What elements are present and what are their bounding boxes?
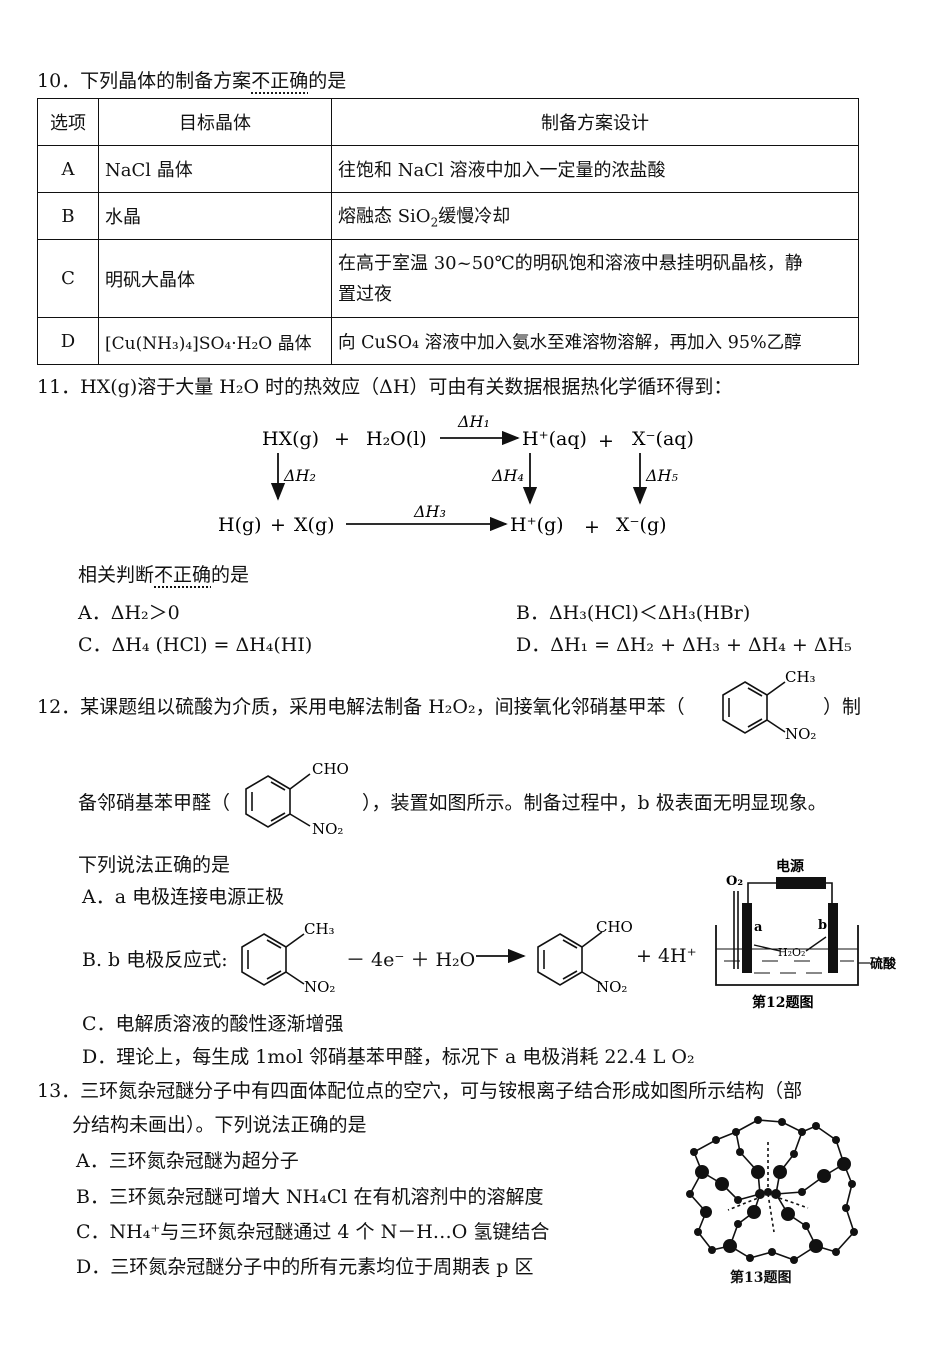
svg-text:ΔH₂: ΔH₂ xyxy=(283,466,316,485)
hx-g: HX(g) xyxy=(262,428,319,450)
q11-option-c: C．ΔH₄ (HCl) = ΔH₄(HI) xyxy=(78,634,313,656)
svg-text:H₂O₂: H₂O₂ xyxy=(778,946,805,959)
svg-text:CH₃: CH₃ xyxy=(304,920,335,938)
q10-table: 选项 目标晶体 制备方案设计 A NaCl 晶体 往饱和 NaCl 溶液中加入一… xyxy=(37,98,859,365)
h-plus-g: H⁺(g) xyxy=(510,514,564,536)
q13-line1: 13．三环氮杂冠醚分子中有四面体配位点的空穴，可与铵根离子结合形成如图所示结构（… xyxy=(37,1080,803,1102)
q10-stem: 10．下列晶体的制备方案不正确的是 xyxy=(37,70,347,92)
svg-text:+: + xyxy=(584,516,600,538)
q11-sub-stem: 相关判断不正确的是 xyxy=(78,564,250,586)
figure13-caption: 第13题图 xyxy=(730,1269,791,1286)
svg-text:+: + xyxy=(334,428,350,450)
q11-option-b: B．ΔH₃(HCl)＜ΔH₃(HBr) xyxy=(516,602,751,624)
q13-option-b: B．三环氮杂冠醚可增大 NH₄Cl 在有机溶剂中的溶解度 xyxy=(76,1186,544,1208)
option-b-reactant-structure: CH₃ NO₂ xyxy=(241,920,335,996)
svg-text:a: a xyxy=(754,920,763,935)
q12-option-d: D．理论上，每生成 1mol 邻硝基苯甲醛，标况下 a 电极消耗 22.4 L … xyxy=(82,1046,695,1068)
electrode-a xyxy=(742,903,752,973)
svg-text:NO₂: NO₂ xyxy=(304,978,335,996)
svg-text:+: + xyxy=(598,430,614,452)
table-row: C 明矾大晶体 在高于室温 30~50℃的明矾饱和溶液中悬挂明矾晶核，静置过夜 xyxy=(37,239,859,318)
beaker xyxy=(715,925,859,986)
q13-option-c: C．NH₄⁺与三环氮杂冠醚通过 4 个 N－H…O 氢键结合 xyxy=(76,1221,550,1243)
h-aq: H⁺(aq) xyxy=(522,428,587,450)
svg-text:硫酸: 硫酸 xyxy=(870,956,897,972)
header-plan: 制备方案设计 xyxy=(331,98,859,146)
svg-text:ΔH₁: ΔH₁ xyxy=(457,412,490,431)
q12-option-b-mid: － 4e⁻ ＋ H₂O xyxy=(346,949,476,971)
table-header-row: 选项 目标晶体 制备方案设计 xyxy=(37,98,859,146)
svg-text:ΔH₅: ΔH₅ xyxy=(645,466,679,485)
power-label: 电源 xyxy=(776,858,804,875)
svg-text:ΔH₄: ΔH₄ xyxy=(491,466,524,485)
cryptand-structure-figure: 第13题图 xyxy=(686,1116,858,1286)
q12-option-b-label: B. b 电极反应式: xyxy=(82,949,228,971)
q12-line2-b: ），装置如图所示。制备过程中，b 极表面无明显现象。 xyxy=(362,792,827,814)
figure12-caption: 第12题图 xyxy=(752,994,813,1011)
h-g: H(g) xyxy=(218,514,262,536)
q12-stem-a: 12．某课题组以硫酸为介质，采用电解法制备 H₂O₂，间接氧化邻硝基甲苯（ xyxy=(37,696,685,718)
svg-text:ΔH₃: ΔH₃ xyxy=(413,502,446,521)
svg-text:CHO: CHO xyxy=(596,918,633,936)
power-source-icon xyxy=(776,877,826,889)
x-minus-g: X⁻(g) xyxy=(616,514,667,536)
table-row: D [Cu(NH₃)₄]SO₄·H₂O 晶体 向 CuSO₄ 溶液中加入氨水至难… xyxy=(37,317,859,365)
x-aq: X⁻(aq) xyxy=(632,428,694,450)
q13-line2: 分结构未画出）。下列说法正确的是 xyxy=(72,1114,367,1136)
x-g: X(g) xyxy=(294,514,335,536)
q12-option-c: C．电解质溶液的酸性逐渐增强 xyxy=(82,1013,344,1035)
table-row: A NaCl 晶体 往饱和 NaCl 溶液中加入一定量的浓盐酸 xyxy=(37,145,859,193)
q12-stem-b: ）制 xyxy=(823,696,862,718)
q11-stem: 11．HX(g)溶于大量 H₂O 时的热效应（ΔH）可由有关数据根据热化学循环得… xyxy=(37,376,733,398)
h2o-l: H₂O(l) xyxy=(366,428,427,450)
q12-sub-stem: 下列说法正确的是 xyxy=(78,854,231,876)
svg-text:+: + xyxy=(270,514,286,536)
electrode-b xyxy=(828,903,838,973)
svg-text:O₂: O₂ xyxy=(726,874,743,889)
q12-option-a: A．a 电极连接电源正极 xyxy=(82,886,285,908)
svg-text:NO₂: NO₂ xyxy=(785,725,816,742)
o-nitrobenzaldehyde-structure: CHO NO₂ xyxy=(245,760,349,838)
q12-line2-a: 备邻硝基苯甲醛（ xyxy=(78,792,231,814)
q11-thermo-cycle: HX(g) + H₂O(l) ΔH₁ H⁺(aq) + X⁻(aq) ΔH₂ Δ… xyxy=(218,412,694,538)
svg-text:CHO: CHO xyxy=(312,760,349,778)
svg-text:b: b xyxy=(818,918,827,933)
q13-option-a: A．三环氮杂冠醚为超分子 xyxy=(76,1150,299,1172)
q11-option-a: A．ΔH₂＞0 xyxy=(78,602,180,624)
option-b-product-structure: CHO NO₂ xyxy=(537,918,633,996)
q12-option-b-end: + 4H⁺ xyxy=(636,945,697,967)
svg-text:NO₂: NO₂ xyxy=(312,820,343,838)
table-row: B 水晶 熔融态 SiO2缓慢冷却 xyxy=(37,192,859,240)
electrolysis-figure: 电源 O₂ a b H₂O₂ 硫酸 第12题图 xyxy=(715,858,897,1011)
svg-text:CH₃: CH₃ xyxy=(785,668,816,686)
reaction-arrow xyxy=(476,948,526,964)
header-option: 选项 xyxy=(37,98,99,146)
q13-option-d: D．三环氮杂冠醚分子中的所有元素均位于周期表 p 区 xyxy=(76,1256,534,1278)
header-target: 目标晶体 xyxy=(98,98,332,146)
q11-option-d: D．ΔH₁ = ΔH₂ + ΔH₃ + ΔH₄ + ΔH₅ xyxy=(516,634,852,656)
svg-text:NO₂: NO₂ xyxy=(596,978,627,996)
q10-emphasis: 不正确 xyxy=(251,70,309,92)
o-nitrotoluene-structure: CH₃ NO₂ xyxy=(722,668,816,742)
